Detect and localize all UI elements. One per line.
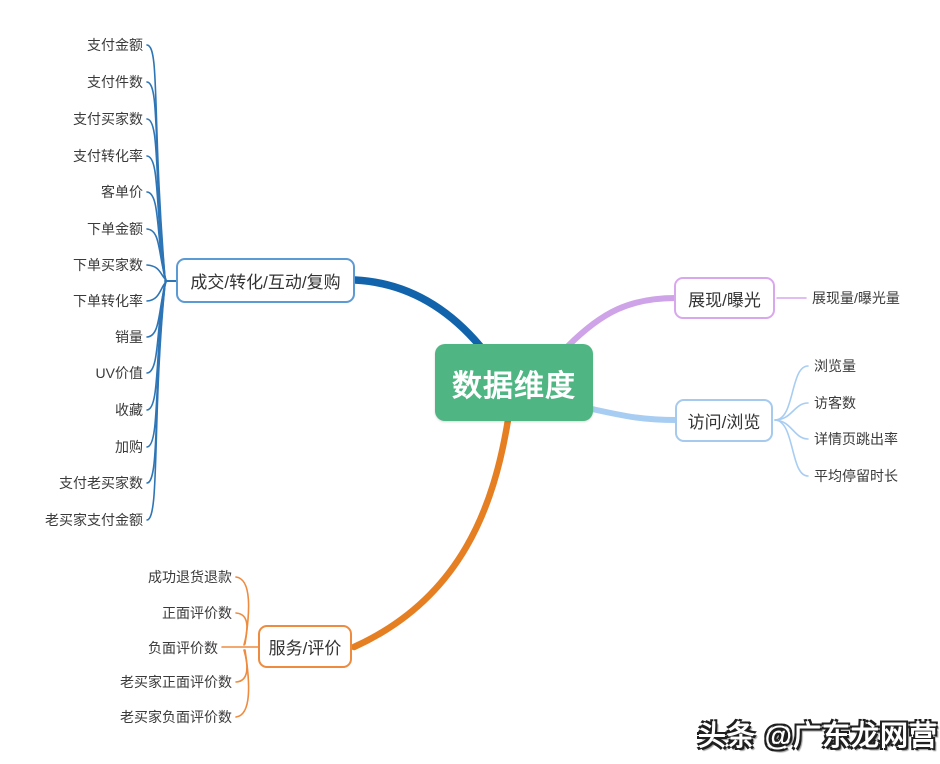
leaf-positive-reviews[interactable]: 正面评价数: [162, 605, 232, 621]
central-topic[interactable]: 数据维度: [435, 344, 593, 421]
leaf-line: [146, 264, 167, 281]
branch-deal[interactable]: 成交/转化/互动/复购: [176, 258, 355, 303]
trunk-service: [350, 416, 512, 651]
leaf-line: [235, 649, 250, 718]
leaf-negative-reviews[interactable]: 负面评价数: [148, 640, 218, 656]
leaf-line: [774, 419, 809, 477]
branch-visit[interactable]: 访问/浏览: [675, 399, 773, 442]
branch-service[interactable]: 服务/评价: [258, 625, 352, 668]
leaf-line: [774, 365, 809, 421]
leaf-add-to-cart[interactable]: 加购: [115, 439, 143, 455]
branch-display[interactable]: 展现/曝光: [674, 277, 775, 319]
leaf-old-buyer-amount[interactable]: 老买家支付金额: [45, 512, 143, 528]
watermark-text: 头条 @广东龙网营: [697, 720, 938, 751]
leaf-old-buyer-negative[interactable]: 老买家负面评价数: [120, 709, 232, 725]
leaf-avg-order-value[interactable]: 客单价: [101, 184, 143, 200]
leaf-pageviews[interactable]: 浏览量: [814, 358, 856, 374]
leaf-pay-amount[interactable]: 支付金额: [87, 37, 143, 53]
leaf-pay-buyers[interactable]: 支付买家数: [73, 111, 143, 127]
leaf-refunds[interactable]: 成功退货退款: [148, 569, 232, 585]
trunk-visit: [589, 406, 680, 423]
leaf-avg-stay-time[interactable]: 平均停留时长: [814, 468, 898, 484]
leaf-old-buyer-positive[interactable]: 老买家正面评价数: [120, 674, 232, 690]
leaf-uv-value[interactable]: UV价值: [95, 365, 143, 381]
leaf-line: [146, 228, 167, 281]
leaf-bounce-rate[interactable]: 详情页跳出率: [814, 431, 898, 447]
leaf-impressions[interactable]: 展现量/曝光量: [812, 290, 900, 306]
leaf-favorites[interactable]: 收藏: [115, 402, 143, 418]
leaf-pay-conversion[interactable]: 支付转化率: [73, 148, 143, 164]
leaf-old-buyer-count[interactable]: 支付老买家数: [59, 475, 143, 491]
leaf-pay-items[interactable]: 支付件数: [87, 74, 143, 90]
trunk-deal: [351, 276, 484, 350]
leaf-line: [146, 283, 166, 521]
leaf-order-conversion[interactable]: 下单转化率: [73, 293, 143, 309]
leaf-visitors[interactable]: 访客数: [814, 395, 856, 411]
leaf-sales-volume[interactable]: 销量: [115, 329, 143, 345]
leaf-line: [774, 419, 809, 440]
leaf-line: [774, 402, 809, 421]
leaf-order-buyers[interactable]: 下单买家数: [73, 257, 143, 273]
trunk-display: [565, 295, 679, 349]
leaf-order-amount[interactable]: 下单金额: [87, 221, 143, 237]
leaf-line: [235, 612, 248, 646]
